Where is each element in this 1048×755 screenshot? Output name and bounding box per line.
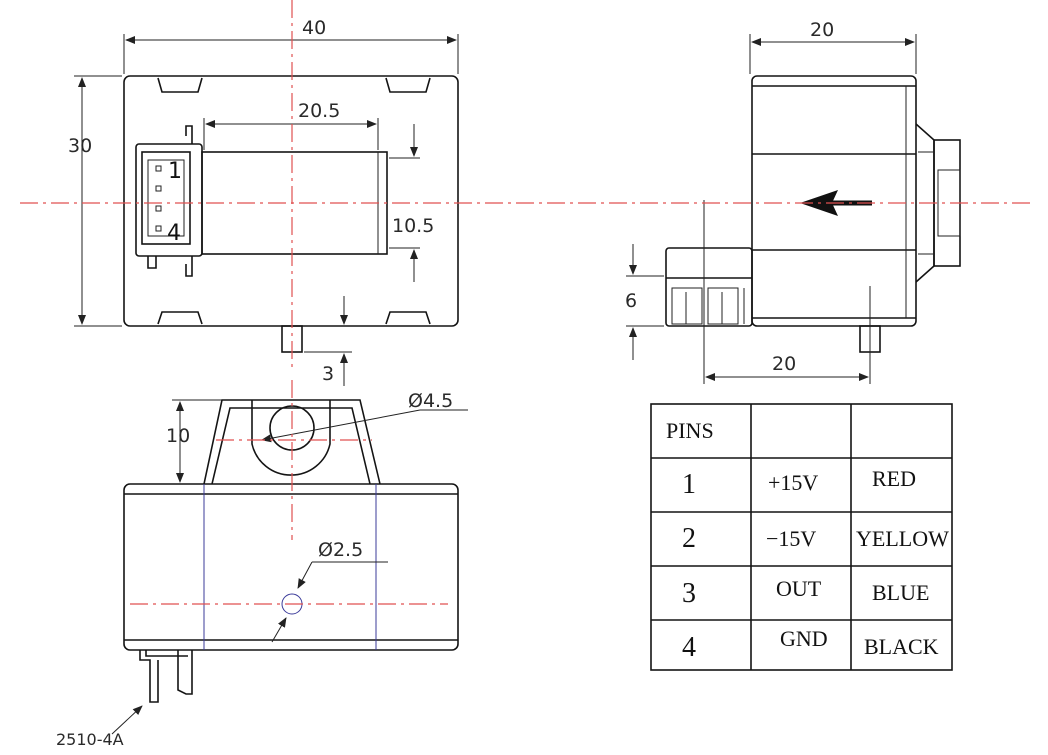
connector-housing <box>141 151 191 245</box>
clip-top-right <box>385 77 431 93</box>
bottom-hole-cup <box>251 400 331 476</box>
dim-hole-dia: Ø4.5 <box>408 390 453 412</box>
pin-table-frame <box>650 403 953 671</box>
dim-width-40: 40 <box>302 17 326 39</box>
pin-3-color: BLUE <box>872 580 929 605</box>
dim-pin-3: 3 <box>322 363 334 385</box>
pin-1-signal: +15V <box>768 470 818 495</box>
centerlines <box>20 0 1032 605</box>
clip-bottom-right <box>385 311 431 325</box>
bottom-mount-tab <box>203 399 381 485</box>
connector-latch-top <box>185 125 193 144</box>
bottom-body-outline <box>123 483 459 651</box>
dim-pin-dia: Ø2.5 <box>318 539 363 561</box>
pin-3-signal: OUT <box>776 576 822 601</box>
pin-2-signal: −15V <box>766 526 816 551</box>
dim-side-bottom-20: 20 <box>772 353 796 375</box>
pin-table-header: PINS <box>666 418 714 443</box>
front-connector <box>135 143 203 257</box>
pin-3-number: 3 <box>682 578 696 609</box>
front-view: 1 4 40 30 20.5 10.5 3 <box>68 17 459 386</box>
dim-height-30: 30 <box>68 135 92 157</box>
pin-4-signal: GND <box>780 626 828 651</box>
dim-tab-10: 10 <box>166 425 190 447</box>
pin-4-number: 4 <box>682 632 696 663</box>
dim-window-10-5: 10.5 <box>392 215 434 237</box>
side-body-outline <box>751 75 917 327</box>
connector-pin-4-label: 4 <box>167 221 181 246</box>
pin-1-number: 1 <box>682 469 696 500</box>
clip-bottom-left <box>157 311 203 325</box>
connector-pin-1-label: 1 <box>168 159 182 184</box>
dim-window-20-5: 20.5 <box>298 100 340 122</box>
side-view: 20 6 20 <box>625 19 961 384</box>
pin-2-color: YELLOW <box>856 526 949 551</box>
dim-side-width-20: 20 <box>810 19 834 41</box>
side-left-connector <box>665 247 753 327</box>
connector-cavity <box>147 159 185 237</box>
pin-1-color: RED <box>872 466 916 491</box>
connector-latch-bottom <box>185 256 193 277</box>
clip-top-left <box>157 77 203 93</box>
pin-table: PINS 1 +15V RED 2 −15V YELLOW 3 OUT BLUE… <box>650 403 953 671</box>
bottom-view: 10 Ø4.5 Ø2.5 2510-4A <box>56 390 468 749</box>
front-body-outline <box>123 75 459 327</box>
bottom-connector-lead <box>139 650 159 703</box>
pin-2-number: 2 <box>682 523 696 554</box>
dim-connector-6: 6 <box>625 290 637 312</box>
pin-4-color: BLACK <box>864 634 939 659</box>
connector-part-number: 2510-4A <box>56 730 124 749</box>
